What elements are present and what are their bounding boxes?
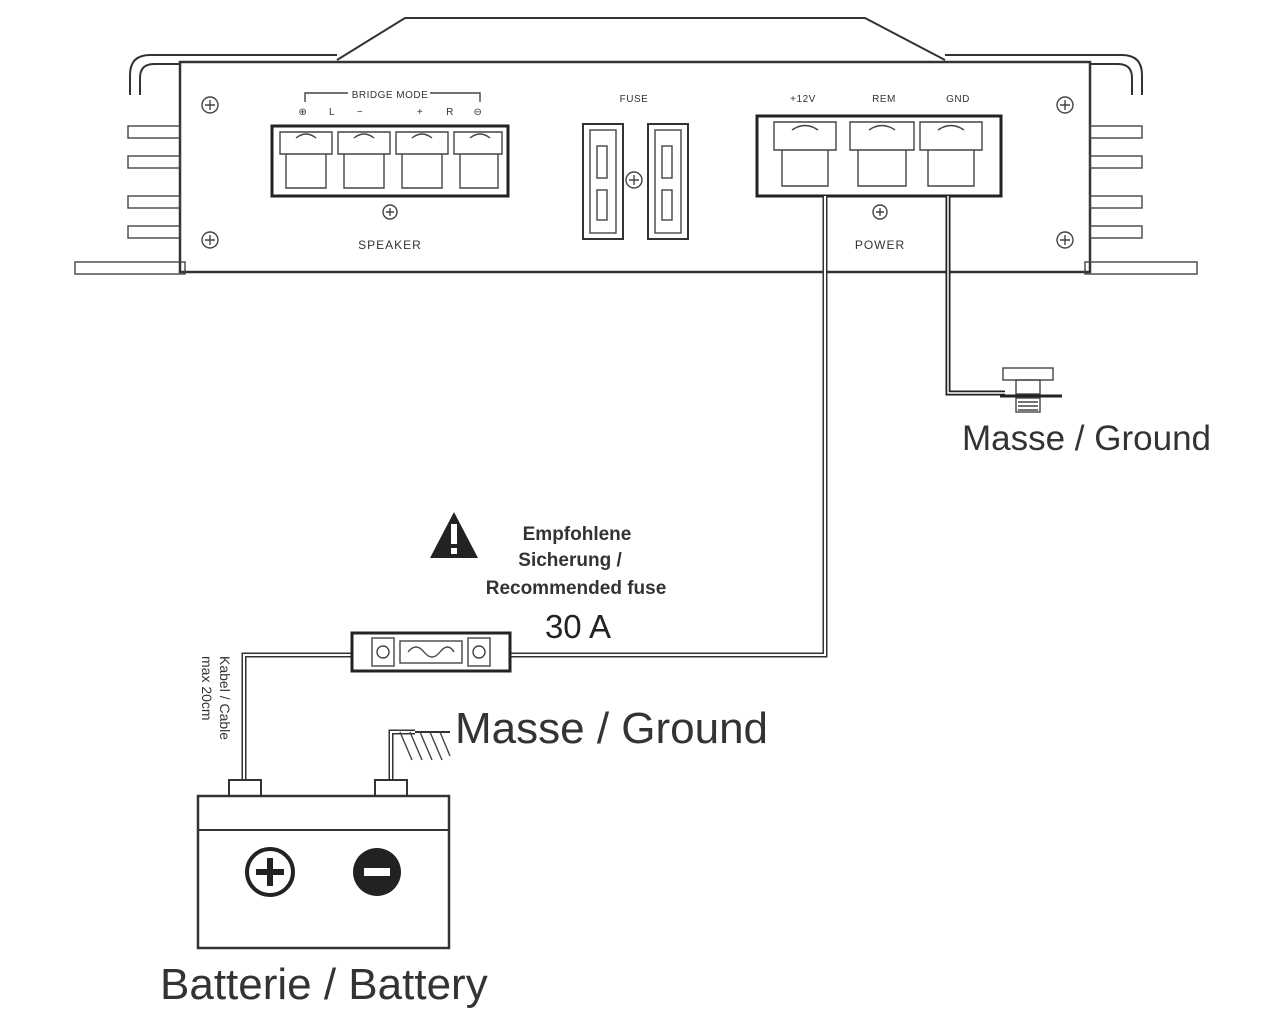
amplifier: BRIDGE MODE ⊕ L − + R ⊖ SPEAKER FUSE [74,17,1198,275]
chassis-ground: Masse / Ground [962,367,1211,458]
battery-ground: Masse / Ground [399,704,768,761]
cable-note-line1: Kabel / Cable [217,656,233,740]
fuse-note-line2: Sicherung / [518,550,622,571]
cable-note-line2: max 20cm [199,656,215,721]
minus-circle-icon [353,848,401,896]
terminal-label-rem: REM [872,94,896,105]
chassis-ground-label: Masse / Ground [962,419,1211,458]
terminal-mark: ⊖ [474,107,483,118]
power-terminal-block: +12V REM GND POWER [755,94,1003,252]
fuse-note-line3: Recommended fuse [486,578,667,599]
fuse-rating: 30 A [545,608,611,645]
plus-circle-icon [245,847,295,897]
battery: Batterie / Battery [160,779,488,1009]
inline-fuse-holder [350,631,512,673]
terminal-mark: + [417,107,423,118]
fuse-note-line1: Empfohlene [523,524,632,545]
fuse-block: FUSE [582,94,689,240]
power-panel-label: POWER [855,238,905,252]
terminal-mark: − [357,107,363,118]
bridge-mode-label: BRIDGE MODE [352,90,429,101]
cable-note: Kabel / Cable max 20cm [199,656,233,740]
screw-icon [201,96,1074,249]
terminal-label-gnd: GND [946,94,970,105]
battery-ground-label: Masse / Ground [455,704,768,753]
speaker-panel-label: SPEAKER [358,238,422,252]
terminal-mark: R [446,107,454,118]
fuse-label: FUSE [620,94,649,105]
wires [241,196,1005,780]
battery-label: Batterie / Battery [160,960,488,1009]
terminal-label-12v: +12V [790,94,816,105]
terminal-mark: ⊕ [299,107,308,118]
terminal-mark: L [329,107,335,118]
warning-triangle-icon [430,512,478,558]
fuse-note: Empfohlene Sicherung / Recommended fuse … [430,512,666,645]
speaker-terminal-block: BRIDGE MODE ⊕ L − + R ⊖ SPEAKER [270,90,510,252]
